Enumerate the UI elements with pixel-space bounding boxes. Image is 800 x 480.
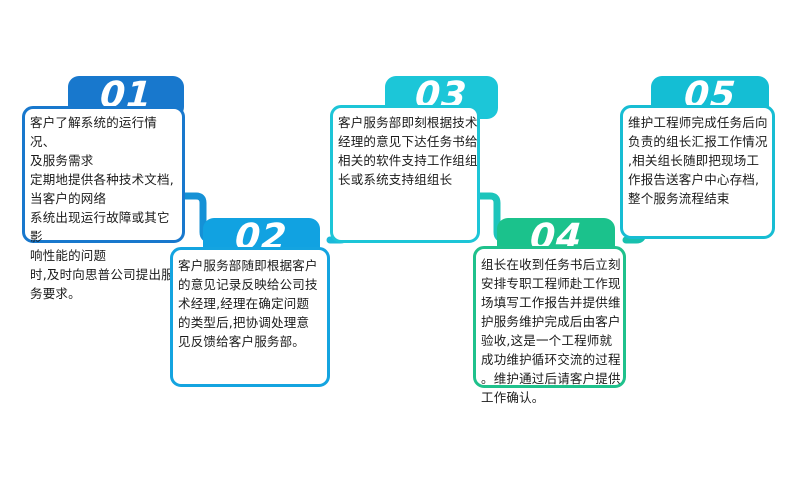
step-01-card[interactable] [22, 106, 185, 243]
step-04-text: 组长在收到任务书后立刻 安排专职工程师赴工作现 场填写工作报告并提供维 护服务维… [481, 257, 621, 405]
step-02-card[interactable] [170, 247, 330, 387]
step-03-text: 客户服务部即刻根据技术 经理的意见下达任务书给 相关的软件支持工作组组 长或系统… [338, 115, 478, 187]
step-05-text: 维护工程师完成任务后向 负责的组长汇报工作情况 ,相关组长随即把现场工 作报告送… [628, 115, 768, 206]
step-03-card[interactable] [330, 105, 480, 243]
step-05-card[interactable] [620, 105, 775, 239]
step-02-text: 客户服务部随即根据客户 的意见记录反映给公司技 术经理,经理在确定问题 的类型后… [178, 258, 318, 349]
step-01-text: 客户了解系统的运行情况、 及服务需求 定期地提供各种技术文档, 当客户的网络 系… [30, 115, 174, 301]
step-04-card[interactable] [473, 246, 626, 388]
